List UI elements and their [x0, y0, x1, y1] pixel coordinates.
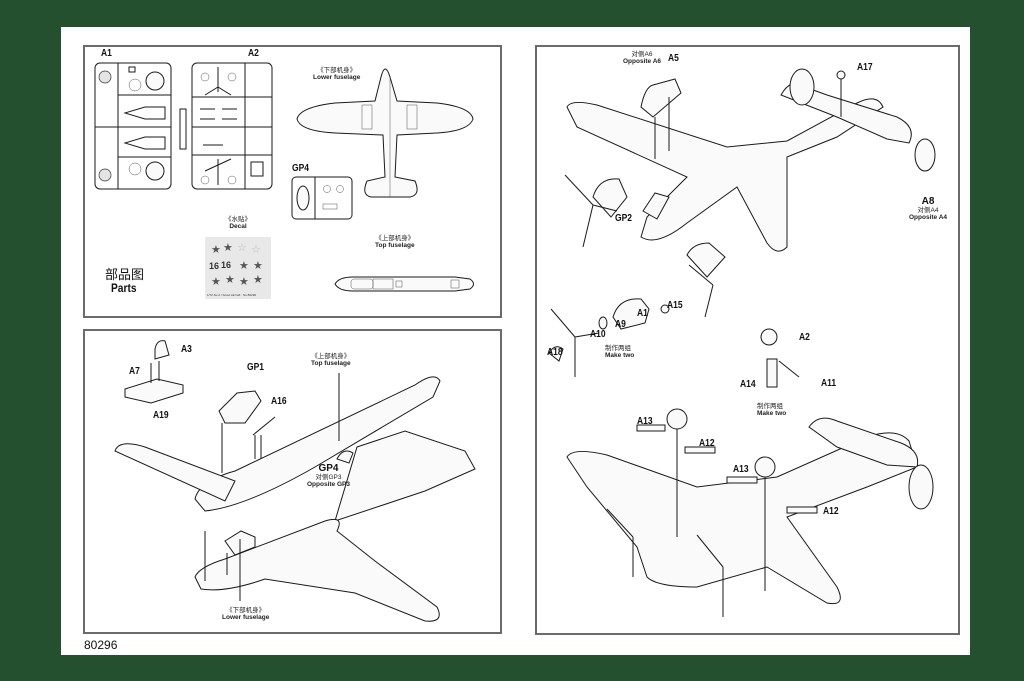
label-a8-cn: 对侧A4	[917, 207, 939, 214]
lower-fuselage-cn: 《下部机身》	[226, 607, 266, 614]
parts-title-cn: 部品图	[105, 267, 145, 282]
decal-number: 16	[221, 260, 232, 270]
label-a6-cn: 对侧A6	[631, 51, 653, 58]
sprue-label-a2: A2	[248, 48, 259, 59]
top-fuselage-caption: 《上部机身》 Top fuselage	[311, 353, 351, 368]
lower-fuselage-en: Lower fuselage	[313, 74, 361, 82]
antenna-a16-drawing	[252, 416, 276, 459]
kit-code: 80296	[84, 638, 118, 652]
label-a8-en: Opposite A4	[909, 214, 948, 222]
lower-fuselage-caption: 《下部机身》 Lower fuselage	[313, 67, 360, 82]
main-assembly-panel: 对侧A6 Opposite A6 A5 A17 A8 对侧A4 Opposite…	[535, 45, 960, 635]
main-assembly-drawing	[548, 68, 936, 617]
label-a16: A16	[271, 396, 287, 407]
top-fuselage-cn: 《上部机身》	[311, 353, 351, 360]
decal-cn: 《水贴》	[225, 216, 251, 223]
lower-fuselage-cn: 《下部机身》	[317, 67, 357, 74]
label-a14: A14	[740, 379, 756, 390]
label-a7: A7	[129, 366, 140, 377]
sprue-gp4	[291, 176, 353, 220]
left-wing-drawing	[114, 443, 236, 502]
star-decal: ★	[253, 274, 263, 286]
label-gp4-en: Opposite GP3	[307, 481, 350, 489]
label-gp1: GP1	[247, 362, 265, 373]
propeller-parts-drawing	[548, 298, 800, 388]
star-decal: ★	[239, 276, 249, 288]
sprue-a2	[191, 62, 273, 190]
parts-title-en: Parts	[111, 281, 137, 296]
label-a19: A19	[153, 410, 169, 421]
label-a15: A15	[667, 300, 683, 311]
star-decal: ☆	[237, 242, 247, 254]
top-fuselage-en: Top fuselage	[375, 242, 415, 250]
make-two-gear-caption: 制作两组 Make two	[757, 403, 786, 418]
top-fuselage-caption: 《上部机身》 Top fuselage	[375, 235, 415, 250]
parts-title: 部品图 Parts	[105, 267, 145, 296]
label-a8: A8	[921, 196, 935, 207]
label-a9: A9	[615, 319, 626, 330]
lower-fuselage-en: Lower fuselage	[222, 614, 270, 622]
lower-aircraft-drawing	[566, 408, 934, 617]
label-a18: A18	[547, 347, 563, 358]
label-gp4: GP4	[318, 463, 339, 474]
decal-sheet: ★ ★ ☆ ☆ 16 16 ★ ★ ★ ★ ★ ★ 1/72 Su-2 / Sc…	[205, 237, 271, 299]
label-gp4-cn: 对侧GP3	[315, 474, 342, 481]
lower-fuselage-caption: 《下部机身》 Lower fuselage	[222, 607, 269, 622]
top-fuselage-cn: 《上部机身》	[375, 235, 415, 242]
gp4-caption: GP4 对侧GP3 Opposite GP3	[307, 464, 350, 489]
instruction-sheet: A1 A2 GP4 《下部机身》 Lower fuselage 《上部机身》 T…	[61, 27, 970, 655]
sprue-label-gp4: GP4	[292, 163, 310, 174]
label-a6-en: Opposite A6	[623, 58, 662, 66]
label-a5: A5	[668, 53, 679, 64]
star-decal: ★	[211, 276, 221, 288]
make-two-en: Make two	[757, 410, 787, 418]
make-two-cn: 制作两组	[605, 345, 631, 352]
gp4-window-drawing	[336, 450, 354, 464]
label-a12-right: A12	[823, 506, 839, 517]
label-a2: A2	[799, 332, 810, 343]
cockpit-assembly-panel: A3 A7 A19 GP1 A16 《上部机身》 Top fuselage GP…	[83, 329, 502, 634]
make-two-prop-caption: 制作两组 Make two	[605, 345, 634, 360]
decal-en: Decal	[229, 223, 247, 231]
star-decal: ★	[211, 244, 221, 256]
decal-sheet-caption: 1/72 Su-2 / Scout Aircraft · No.80296	[207, 293, 257, 297]
canopy-gp1-drawing	[218, 390, 262, 424]
label-a17: A17	[857, 62, 873, 73]
decal-caption: 《水贴》 Decal	[225, 216, 251, 231]
star-decal: ★	[223, 242, 233, 254]
tailplane-drawing	[334, 430, 476, 522]
parts-drawings	[94, 62, 474, 292]
lower-fuselage-drawing	[296, 68, 474, 198]
decal-number: 16	[209, 261, 220, 271]
label-a11: A11	[821, 378, 837, 389]
parts-panel: A1 A2 GP4 《下部机身》 Lower fuselage 《上部机身》 T…	[83, 45, 502, 318]
a8-caption: A8 对侧A4 Opposite A4	[909, 197, 947, 222]
sprue-label-a1: A1	[101, 48, 112, 59]
make-two-cn: 制作两组	[757, 403, 783, 410]
label-a10: A10	[590, 329, 606, 340]
star-decal: ★	[225, 274, 235, 286]
seat-assembly-drawing	[124, 340, 184, 404]
top-fuselage-en: Top fuselage	[311, 360, 351, 368]
top-fuselage-drawing	[334, 276, 474, 292]
sprue-a1	[94, 62, 187, 190]
label-a12-left: A12	[699, 438, 715, 449]
label-a13-right: A13	[733, 464, 749, 475]
a6-caption: 对侧A6 Opposite A6	[623, 51, 661, 66]
star-decal: ☆	[251, 244, 261, 256]
label-a1: A1	[637, 308, 648, 319]
label-a13-left: A13	[637, 416, 653, 427]
upper-aircraft-drawing	[564, 68, 936, 318]
star-decal: ★	[239, 260, 249, 272]
star-decal: ★	[253, 260, 263, 272]
cockpit-assembly-drawing	[114, 340, 476, 622]
make-two-en: Make two	[605, 352, 635, 360]
label-gp2: GP2	[615, 213, 633, 224]
lower-fuselage-assembly-drawing	[194, 518, 440, 622]
label-a3: A3	[181, 344, 192, 355]
